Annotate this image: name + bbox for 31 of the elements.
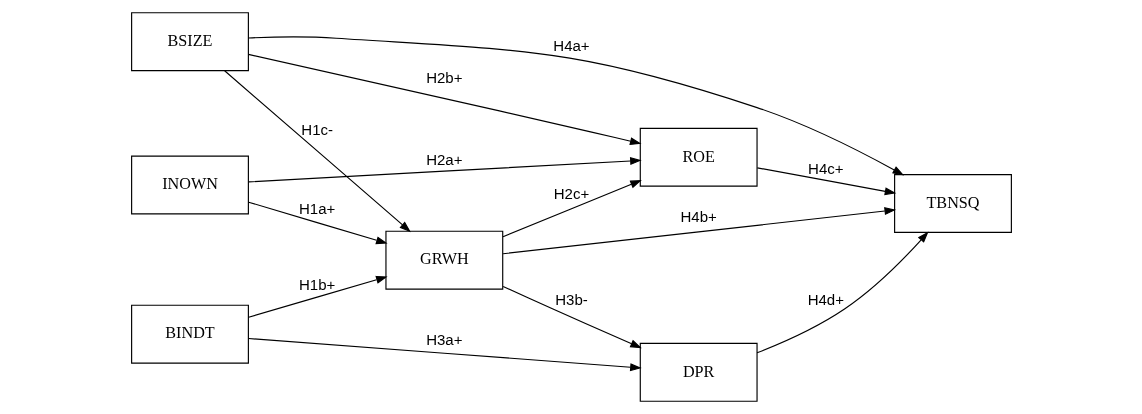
node-box: DPR (639, 342, 758, 402)
edge-label: H4c+ (807, 159, 844, 177)
arrow (247, 156, 642, 183)
arrow (756, 167, 896, 196)
arrow (247, 337, 642, 372)
arrow (247, 53, 642, 146)
arrow (247, 275, 388, 318)
node-box: BINDT (130, 304, 249, 364)
edge-label: H2c+ (553, 185, 589, 203)
edge-label: H4d+ (807, 290, 844, 308)
arrow (502, 285, 642, 349)
arrow (223, 70, 411, 233)
edge-label: H1c- (300, 120, 333, 138)
edge-label: H2b+ (425, 68, 462, 86)
node-box: GRWH (384, 230, 503, 290)
node-box: TBNSQ (893, 174, 1012, 233)
edge-label: H1b+ (298, 275, 335, 293)
edge-label: H3a+ (425, 331, 462, 349)
edge-label: H3b- (554, 290, 588, 308)
arrow (247, 201, 388, 245)
node-box: BSIZE (130, 12, 249, 72)
arrow (502, 207, 896, 255)
arrow (501, 180, 642, 238)
edge-label: H1a+ (298, 200, 335, 218)
arrow (756, 231, 929, 354)
edge-label: H4b+ (680, 208, 717, 226)
arrow (247, 36, 904, 176)
edge-label: H2a+ (425, 150, 462, 168)
node-box: INOWN (130, 155, 249, 215)
edge-label: H4a+ (552, 37, 590, 55)
node-box: ROE (639, 127, 758, 187)
